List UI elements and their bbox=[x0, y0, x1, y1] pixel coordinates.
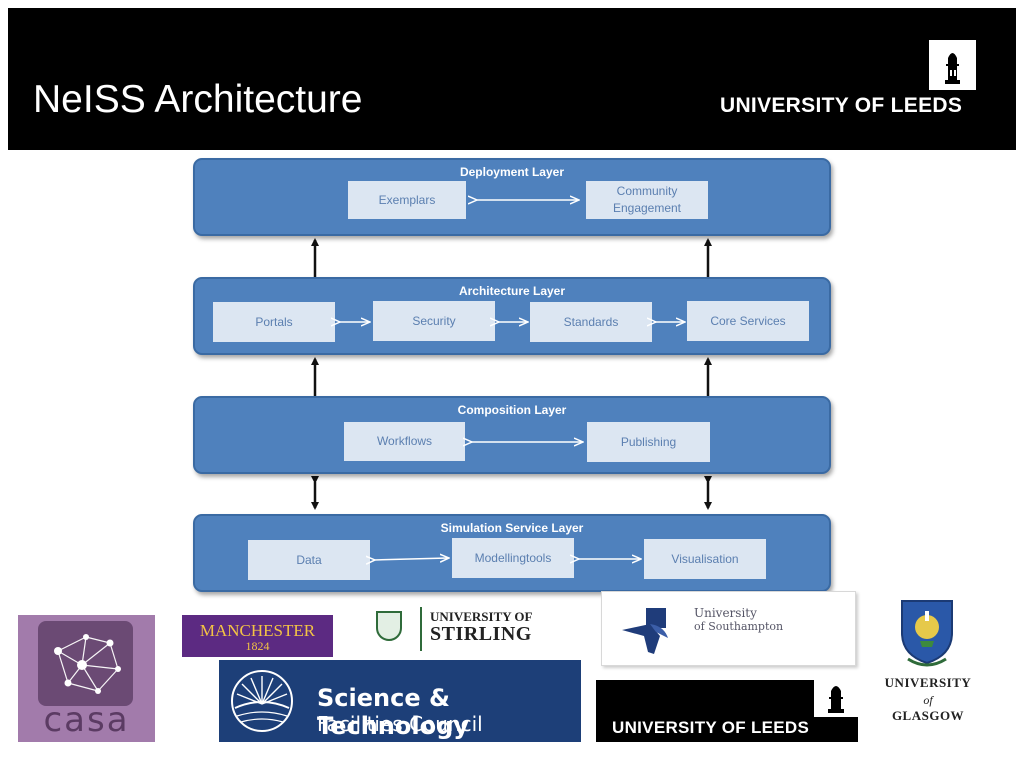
box-modellingtools: Modellingtools bbox=[452, 538, 574, 578]
southampton-logo: University of Southampton bbox=[601, 591, 856, 666]
box-workflows: Workflows bbox=[344, 422, 465, 461]
glasgow-crest-icon bbox=[901, 600, 953, 667]
box-standards: Standards bbox=[530, 302, 652, 342]
header-university-name: UNIVERSITY OF LEEDS bbox=[720, 94, 963, 117]
stfc-logo: Science & Technology Facilities Council bbox=[219, 660, 581, 742]
glasgow-line3: GLASGOW bbox=[891, 708, 965, 723]
layer-title: Architecture Layer bbox=[458, 284, 566, 298]
manchester-logo: MANCHESTER 1824 bbox=[182, 615, 333, 657]
glasgow-line1: UNIVERSITY bbox=[884, 675, 972, 690]
layer-title: Deployment Layer bbox=[459, 165, 565, 179]
layer-title: Simulation Service Layer bbox=[440, 521, 584, 535]
glasgow-line2: of bbox=[923, 693, 933, 707]
simulation-links bbox=[195, 516, 833, 594]
stirling-logo: UNIVERSITY OF STIRLING bbox=[372, 605, 572, 655]
box-core-services: Core Services bbox=[687, 301, 809, 341]
deployment-links bbox=[195, 160, 833, 238]
stirling-crest-icon bbox=[376, 611, 402, 641]
manchester-year: 1824 bbox=[245, 639, 270, 653]
deployment-layer: Deployment Layer Exemplars Community Eng… bbox=[193, 158, 831, 236]
stirling-divider bbox=[420, 607, 422, 651]
stfc-line2: Facilities Council bbox=[317, 712, 483, 736]
slide-title: NeISS Architecture bbox=[33, 78, 363, 121]
slide-header bbox=[8, 8, 1016, 150]
box-publishing: Publishing bbox=[587, 422, 710, 462]
casa-network-icon bbox=[38, 621, 133, 706]
southampton-line2: of Southampton bbox=[694, 620, 784, 633]
southampton-line1: University bbox=[694, 606, 757, 620]
leeds-crest-icon bbox=[929, 40, 976, 90]
box-visualisation: Visualisation bbox=[644, 539, 766, 579]
architecture-layer: Architecture Layer Portals Security Stan… bbox=[193, 277, 831, 355]
box-portals: Portals bbox=[213, 302, 335, 342]
box-security: Security bbox=[373, 301, 495, 341]
stirling-line2: STIRLING bbox=[430, 623, 532, 645]
box-exemplars: Exemplars bbox=[348, 181, 466, 219]
box-data: Data bbox=[248, 540, 370, 580]
architecture-links bbox=[195, 279, 833, 357]
composition-links bbox=[195, 398, 833, 476]
stfc-sunburst-icon bbox=[231, 670, 293, 732]
casa-wordmark: casa bbox=[43, 700, 130, 740]
layer-title: Composition Layer bbox=[457, 403, 567, 417]
leeds-wordmark: UNIVERSITY OF LEEDS bbox=[612, 718, 810, 737]
leeds-tower-icon bbox=[814, 675, 858, 717]
composition-layer: Composition Layer Workflows Publishing bbox=[193, 396, 831, 474]
stfc-line1: Science & Technology bbox=[317, 684, 469, 740]
manchester-wordmark: MANCHESTER bbox=[199, 621, 316, 640]
leeds-logo: UNIVERSITY OF LEEDS bbox=[596, 675, 858, 742]
glasgow-logo: UNIVERSITY of GLASGOW bbox=[870, 597, 986, 727]
casa-logo: casa bbox=[18, 615, 155, 742]
simulation-service-layer: Simulation Service Layer Data Modellingt… bbox=[193, 514, 831, 592]
stirling-line1: UNIVERSITY OF bbox=[430, 609, 533, 624]
southampton-mark-icon bbox=[622, 608, 668, 654]
box-community-engagement: Community Engagement bbox=[586, 181, 708, 219]
